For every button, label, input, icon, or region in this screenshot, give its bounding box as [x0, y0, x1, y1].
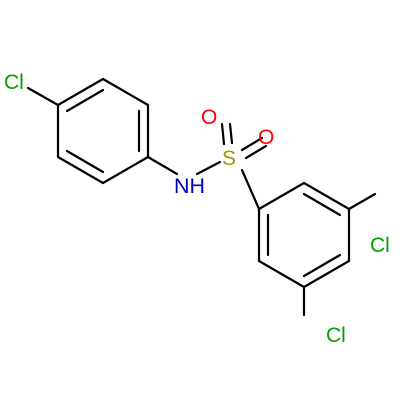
chlorophenyl-ring	[26, 77, 150, 185]
dichlorophenyl-ring	[257, 181, 351, 289]
bond-n-s	[195, 160, 222, 176]
atom-nh: NH	[174, 175, 205, 198]
bond-s-o-right	[240, 136, 264, 152]
atom-cl-bottom: Cl	[326, 324, 346, 347]
ring-bond	[101, 155, 150, 185]
bond-s-o-right	[244, 144, 268, 160]
ring-bond	[257, 181, 306, 211]
bond-s-o-upper	[228, 122, 234, 145]
ring-double-bond	[65, 149, 105, 174]
atom-s: S	[222, 147, 236, 170]
ring-bond	[257, 259, 306, 289]
bond-cl-c	[26, 86, 60, 107]
ring-bond	[56, 155, 105, 185]
bond-s-c	[240, 168, 261, 211]
ring-double-bond	[302, 192, 342, 217]
atom-o-right: O	[258, 126, 274, 149]
so2-group	[220, 122, 268, 160]
ring-bond	[302, 259, 351, 289]
ring-bond	[302, 181, 351, 211]
ring-bond	[101, 77, 150, 107]
ring-double-bond	[302, 253, 342, 278]
ring-double-bond	[65, 88, 105, 113]
ring-bond	[56, 77, 105, 107]
bond-c-cl-right	[347, 192, 377, 211]
bond-s-o-upper	[220, 122, 226, 146]
atom-cl-right: Cl	[370, 234, 390, 257]
atom-cl-top: Cl	[4, 71, 24, 94]
bond-c-n	[146, 155, 179, 176]
atom-o-upper: O	[201, 106, 217, 129]
